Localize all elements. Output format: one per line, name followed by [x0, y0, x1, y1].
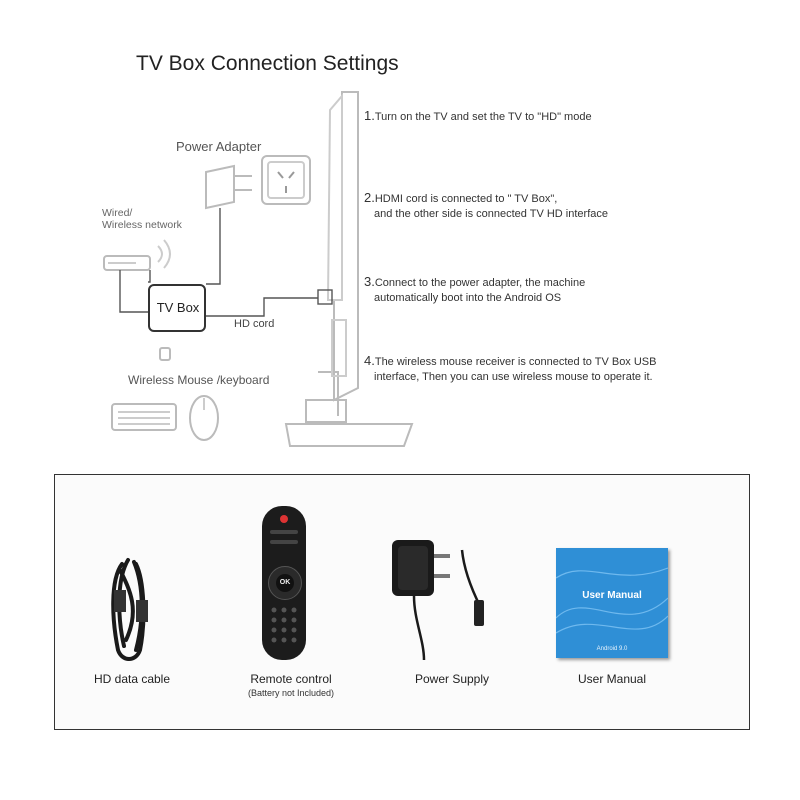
ok-button-label: OK: [276, 574, 294, 592]
step-text: automatically boot into the Android OS: [374, 292, 562, 304]
accessory-note-remote: (Battery not Included): [247, 688, 335, 698]
power-supply-icon: [392, 540, 484, 661]
accessory-caption-hdmi: HD data cable: [93, 672, 171, 686]
step-number: 4.: [364, 353, 375, 368]
tv-box: TV Box: [148, 284, 206, 332]
wired-label-2: Wireless network: [102, 219, 182, 231]
wireless-mouse-label: Wireless Mouse /keyboard: [128, 373, 270, 387]
step-text: and the other side is connected TV HD in…: [374, 208, 608, 220]
step-text: Connect to the power adapter, the machin…: [374, 277, 586, 289]
step-number: 1.: [364, 108, 375, 123]
power-button-icon: [280, 515, 288, 523]
step-1: 1.Turn on the TV and set the TV to "HD" …: [364, 108, 592, 125]
power-adapter-label: Power Adapter: [176, 139, 262, 154]
page-title: TV Box Connection Settings: [136, 52, 399, 75]
wired-label-1: Wired/: [102, 207, 133, 219]
keyboard-icon: [111, 403, 177, 431]
tv-box-label: TV Box: [156, 300, 200, 315]
user-manual-icon: User Manual Android 9.0: [556, 548, 668, 658]
step-3: 3.Connect to the power adapter, the mach…: [364, 274, 585, 306]
usb-dongle-icon: [159, 347, 171, 361]
step-number: 2.: [364, 190, 375, 205]
remote-control-icon: OK: [262, 506, 306, 660]
step-text: The wireless mouse receiver is connected…: [374, 356, 657, 368]
dpad-icon: OK: [268, 566, 302, 600]
hdmi-cable-icon: [111, 558, 148, 661]
step-text: Turn on the TV and set the TV to "HD" mo…: [374, 111, 592, 123]
router-icon: [103, 239, 171, 271]
step-text: interface, Then you can use wireless mou…: [374, 371, 653, 383]
adapter-icon: [205, 164, 252, 210]
connection-lines: [119, 208, 333, 317]
tv-icon: [284, 91, 414, 447]
accessory-caption-manual: User Manual: [577, 672, 647, 686]
connection-diagram: [103, 91, 414, 447]
step-4: 4.The wireless mouse receiver is connect…: [364, 353, 656, 385]
manual-cover-title: User Manual: [582, 590, 642, 601]
manual-cover-subtitle: Android 9.0: [596, 646, 628, 652]
accessory-caption-power: Power Supply: [414, 672, 490, 686]
step-number: 3.: [364, 274, 375, 289]
hd-cord-label: HD cord: [234, 318, 275, 330]
accessory-caption-remote: Remote control: [250, 672, 332, 686]
mouse-icon: [189, 395, 219, 441]
wall-outlet-icon: [261, 155, 311, 205]
step-2: 2.HDMI cord is connected to " TV Box", a…: [364, 190, 608, 222]
step-text: HDMI cord is connected to " TV Box",: [374, 193, 558, 205]
